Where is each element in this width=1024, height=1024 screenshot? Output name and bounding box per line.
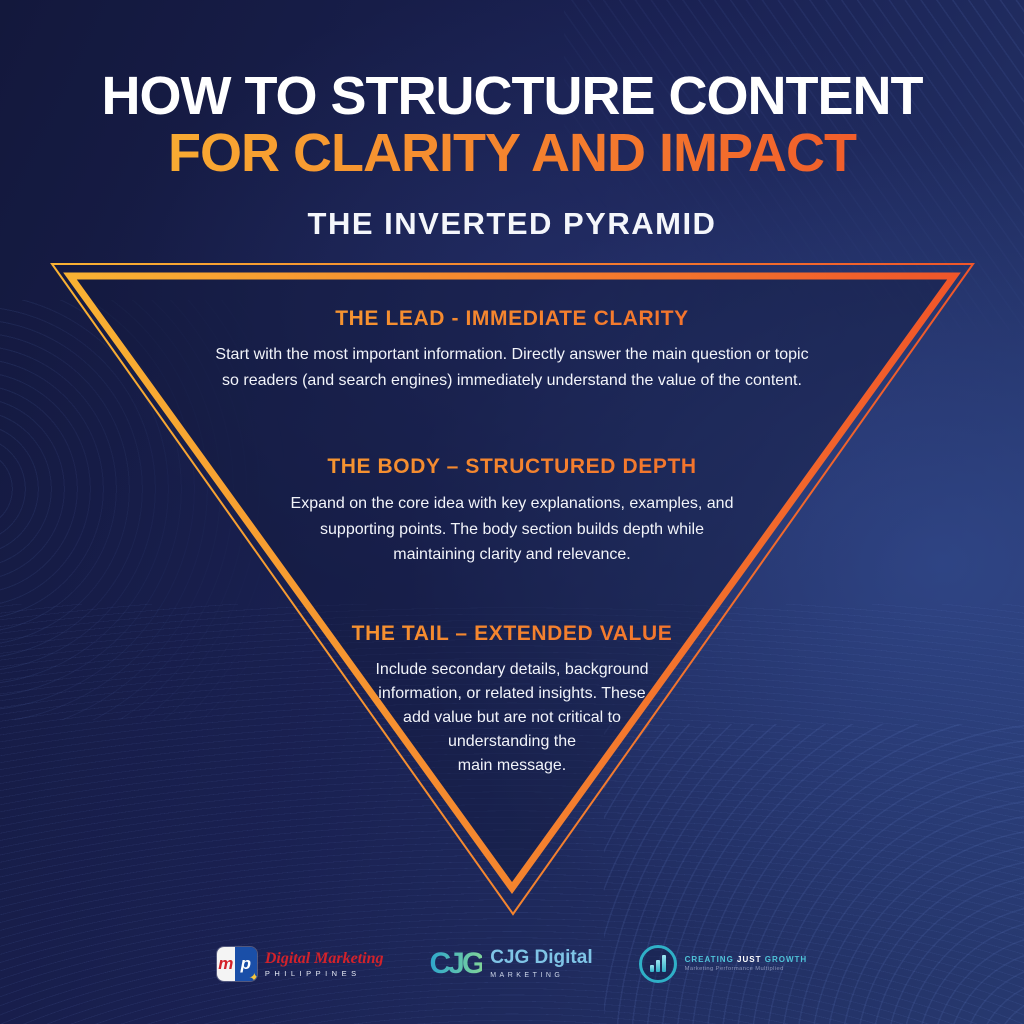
dmp-m-letter: m	[216, 947, 235, 981]
growth-chart-icon	[638, 945, 677, 983]
dmp-logo-text: Digital Marketing PHILIPPINES	[265, 950, 384, 979]
dmp-logo-icon: m p ✦	[216, 947, 257, 981]
section-body-heading: THE BODY – STRUCTURED DEPTH	[0, 455, 1024, 479]
logo-cjg-digital: CJG CJG Digital MARKETING	[430, 947, 593, 981]
growth-brand-name: CREATING JUST GROWTH	[684, 954, 808, 964]
dmp-p-letter: p	[234, 947, 257, 981]
cjg-brand-name: CJG Digital	[490, 947, 593, 969]
page-title-line1: HOW TO STRUCTURE CONTENT	[101, 66, 924, 126]
growth-tagline: Marketing Performance Multiplied	[684, 966, 784, 973]
section-lead-heading: THE LEAD - IMMEDIATE CLARITY	[0, 307, 1024, 331]
logo-digital-marketing-philippines: m p ✦ Digital Marketing PHILIPPINES	[216, 947, 384, 981]
section-lead-body: Start with the most important informatio…	[215, 346, 809, 389]
cjg-division-label: MARKETING	[490, 972, 564, 980]
star-icon: ✦	[248, 970, 257, 981]
footer-logos: m p ✦ Digital Marketing PHILIPPINES CJG …	[0, 936, 1024, 992]
dmp-brand-name: Digital Marketing	[264, 949, 384, 967]
cjg-monogram-icon: CJG	[429, 947, 486, 980]
section-body-body: Expand on the core idea with key explana…	[290, 495, 734, 564]
section-tail-heading: THE TAIL – EXTENDED VALUE	[0, 622, 1024, 646]
cjg-logo-text: CJG Digital MARKETING	[490, 947, 593, 980]
section-tail-body: Include secondary details, background in…	[375, 661, 649, 774]
page-subtitle: THE INVERTED PYRAMID	[307, 206, 717, 241]
page-title-line2: FOR CLARITY AND IMPACT	[0, 125, 1024, 182]
logo-creating-just-growth: CREATING JUST GROWTH Marketing Performan…	[638, 945, 808, 983]
pyramid-outer-triangle	[50, 263, 975, 916]
pyramid-inner-triangle	[63, 272, 961, 894]
growth-logo-text: CREATING JUST GROWTH Marketing Performan…	[685, 955, 808, 974]
dmp-country-label: PHILIPPINES	[264, 969, 361, 979]
